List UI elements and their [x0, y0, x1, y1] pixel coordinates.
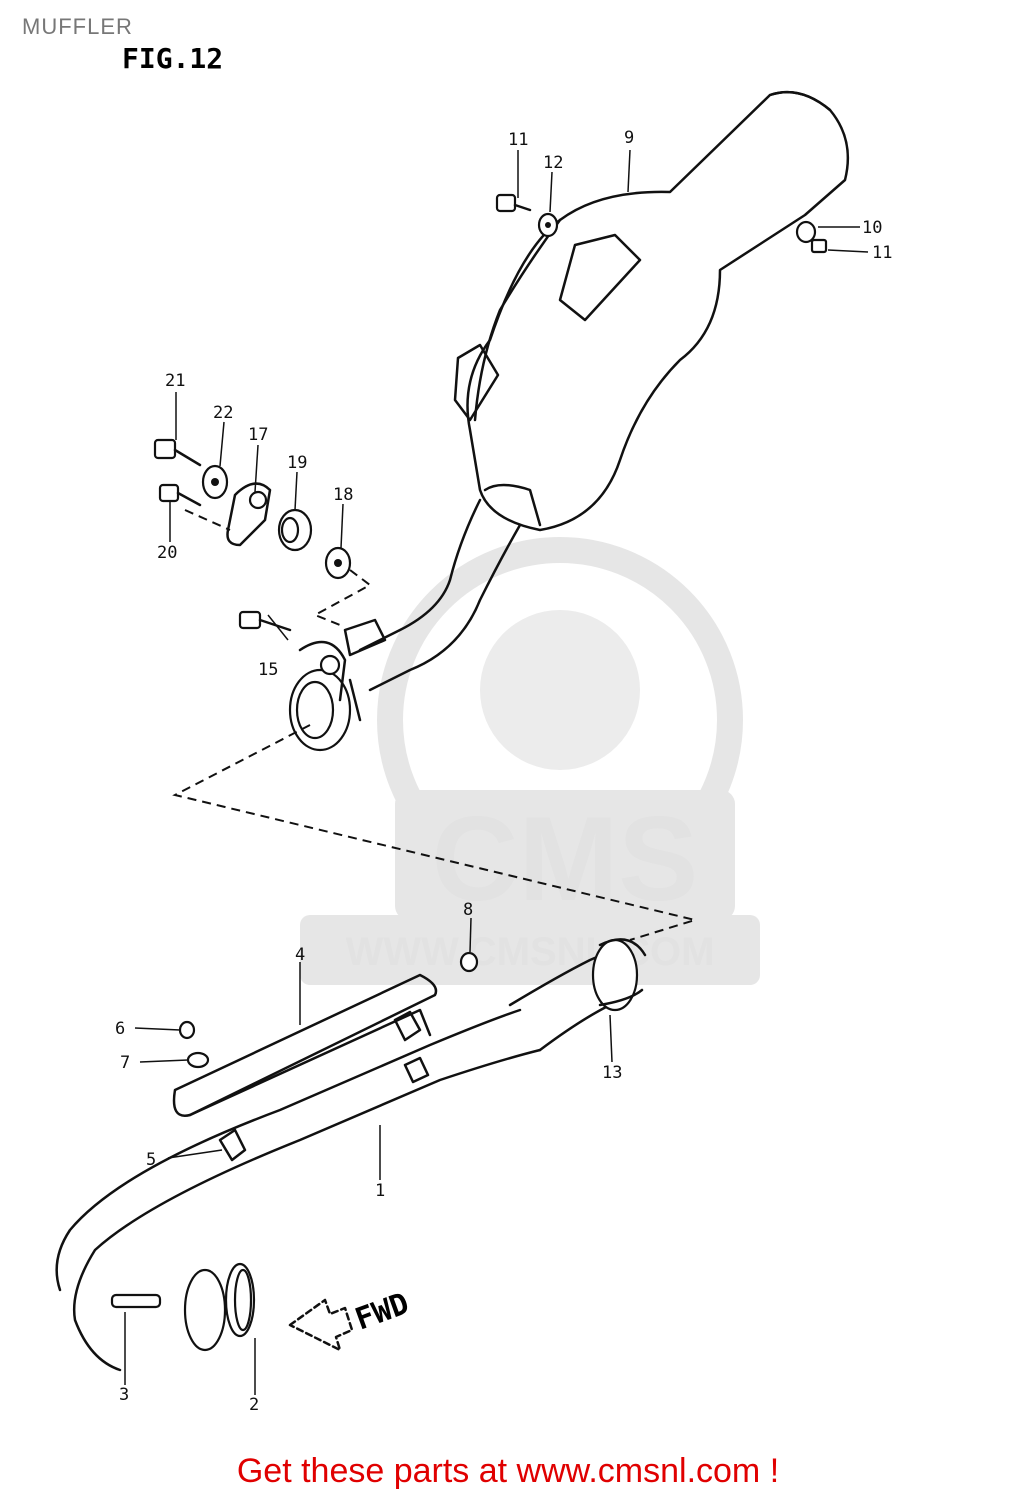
connection-line	[172, 724, 699, 941]
callout-12: 11	[508, 130, 528, 150]
callout-18: 18	[333, 485, 353, 505]
callout-20: 20	[157, 543, 177, 563]
callout-labels: 11 12 9 10 11 21 22 17 19 18 20 15 8 4 6…	[115, 128, 892, 1415]
watermark-url: WWW.CMSNL.COM	[346, 930, 715, 974]
fwd-arrow: FWD	[288, 1286, 414, 1352]
callout-21: 21	[165, 371, 185, 391]
footer-shop-link[interactable]: Get these parts at www.cmsnl.com !	[236, 1452, 780, 1490]
callout-6: 6	[115, 1019, 125, 1039]
callout-15: 15	[258, 660, 278, 680]
bolt-12-washer-13	[495, 193, 828, 254]
page-title: MUFFLER	[22, 14, 133, 39]
callout-5: 5	[146, 1150, 156, 1170]
watermark-brand: CMS	[432, 792, 699, 926]
mount-hardware	[153, 438, 372, 626]
callout-11: 11	[872, 243, 892, 263]
callout-9: 9	[624, 128, 634, 148]
callout-4: 4	[295, 945, 305, 965]
watermark-logo: CMS WWW.CMSNL.COM	[300, 537, 760, 985]
callout-14: 13	[602, 1063, 622, 1083]
clamp-assembly	[288, 640, 362, 752]
callout-8-top: 8	[463, 900, 473, 920]
callout-22: 22	[213, 403, 233, 423]
fwd-label: FWD	[351, 1286, 414, 1337]
callout-3: 3	[119, 1385, 129, 1405]
callout-1: 1	[375, 1181, 385, 1201]
muffler-body	[343, 90, 850, 692]
bolt-15	[238, 610, 292, 641]
figure-label: FIG.12	[122, 42, 223, 75]
exhaust-pipe	[55, 938, 647, 1372]
callout-10: 10	[862, 218, 882, 238]
callout-19: 19	[287, 453, 307, 473]
callout-2: 2	[249, 1395, 259, 1415]
callout-17: 17	[248, 425, 268, 445]
callout-7: 7	[120, 1053, 130, 1073]
callout-13: 12	[543, 153, 563, 173]
leader-lines	[124, 149, 869, 1395]
